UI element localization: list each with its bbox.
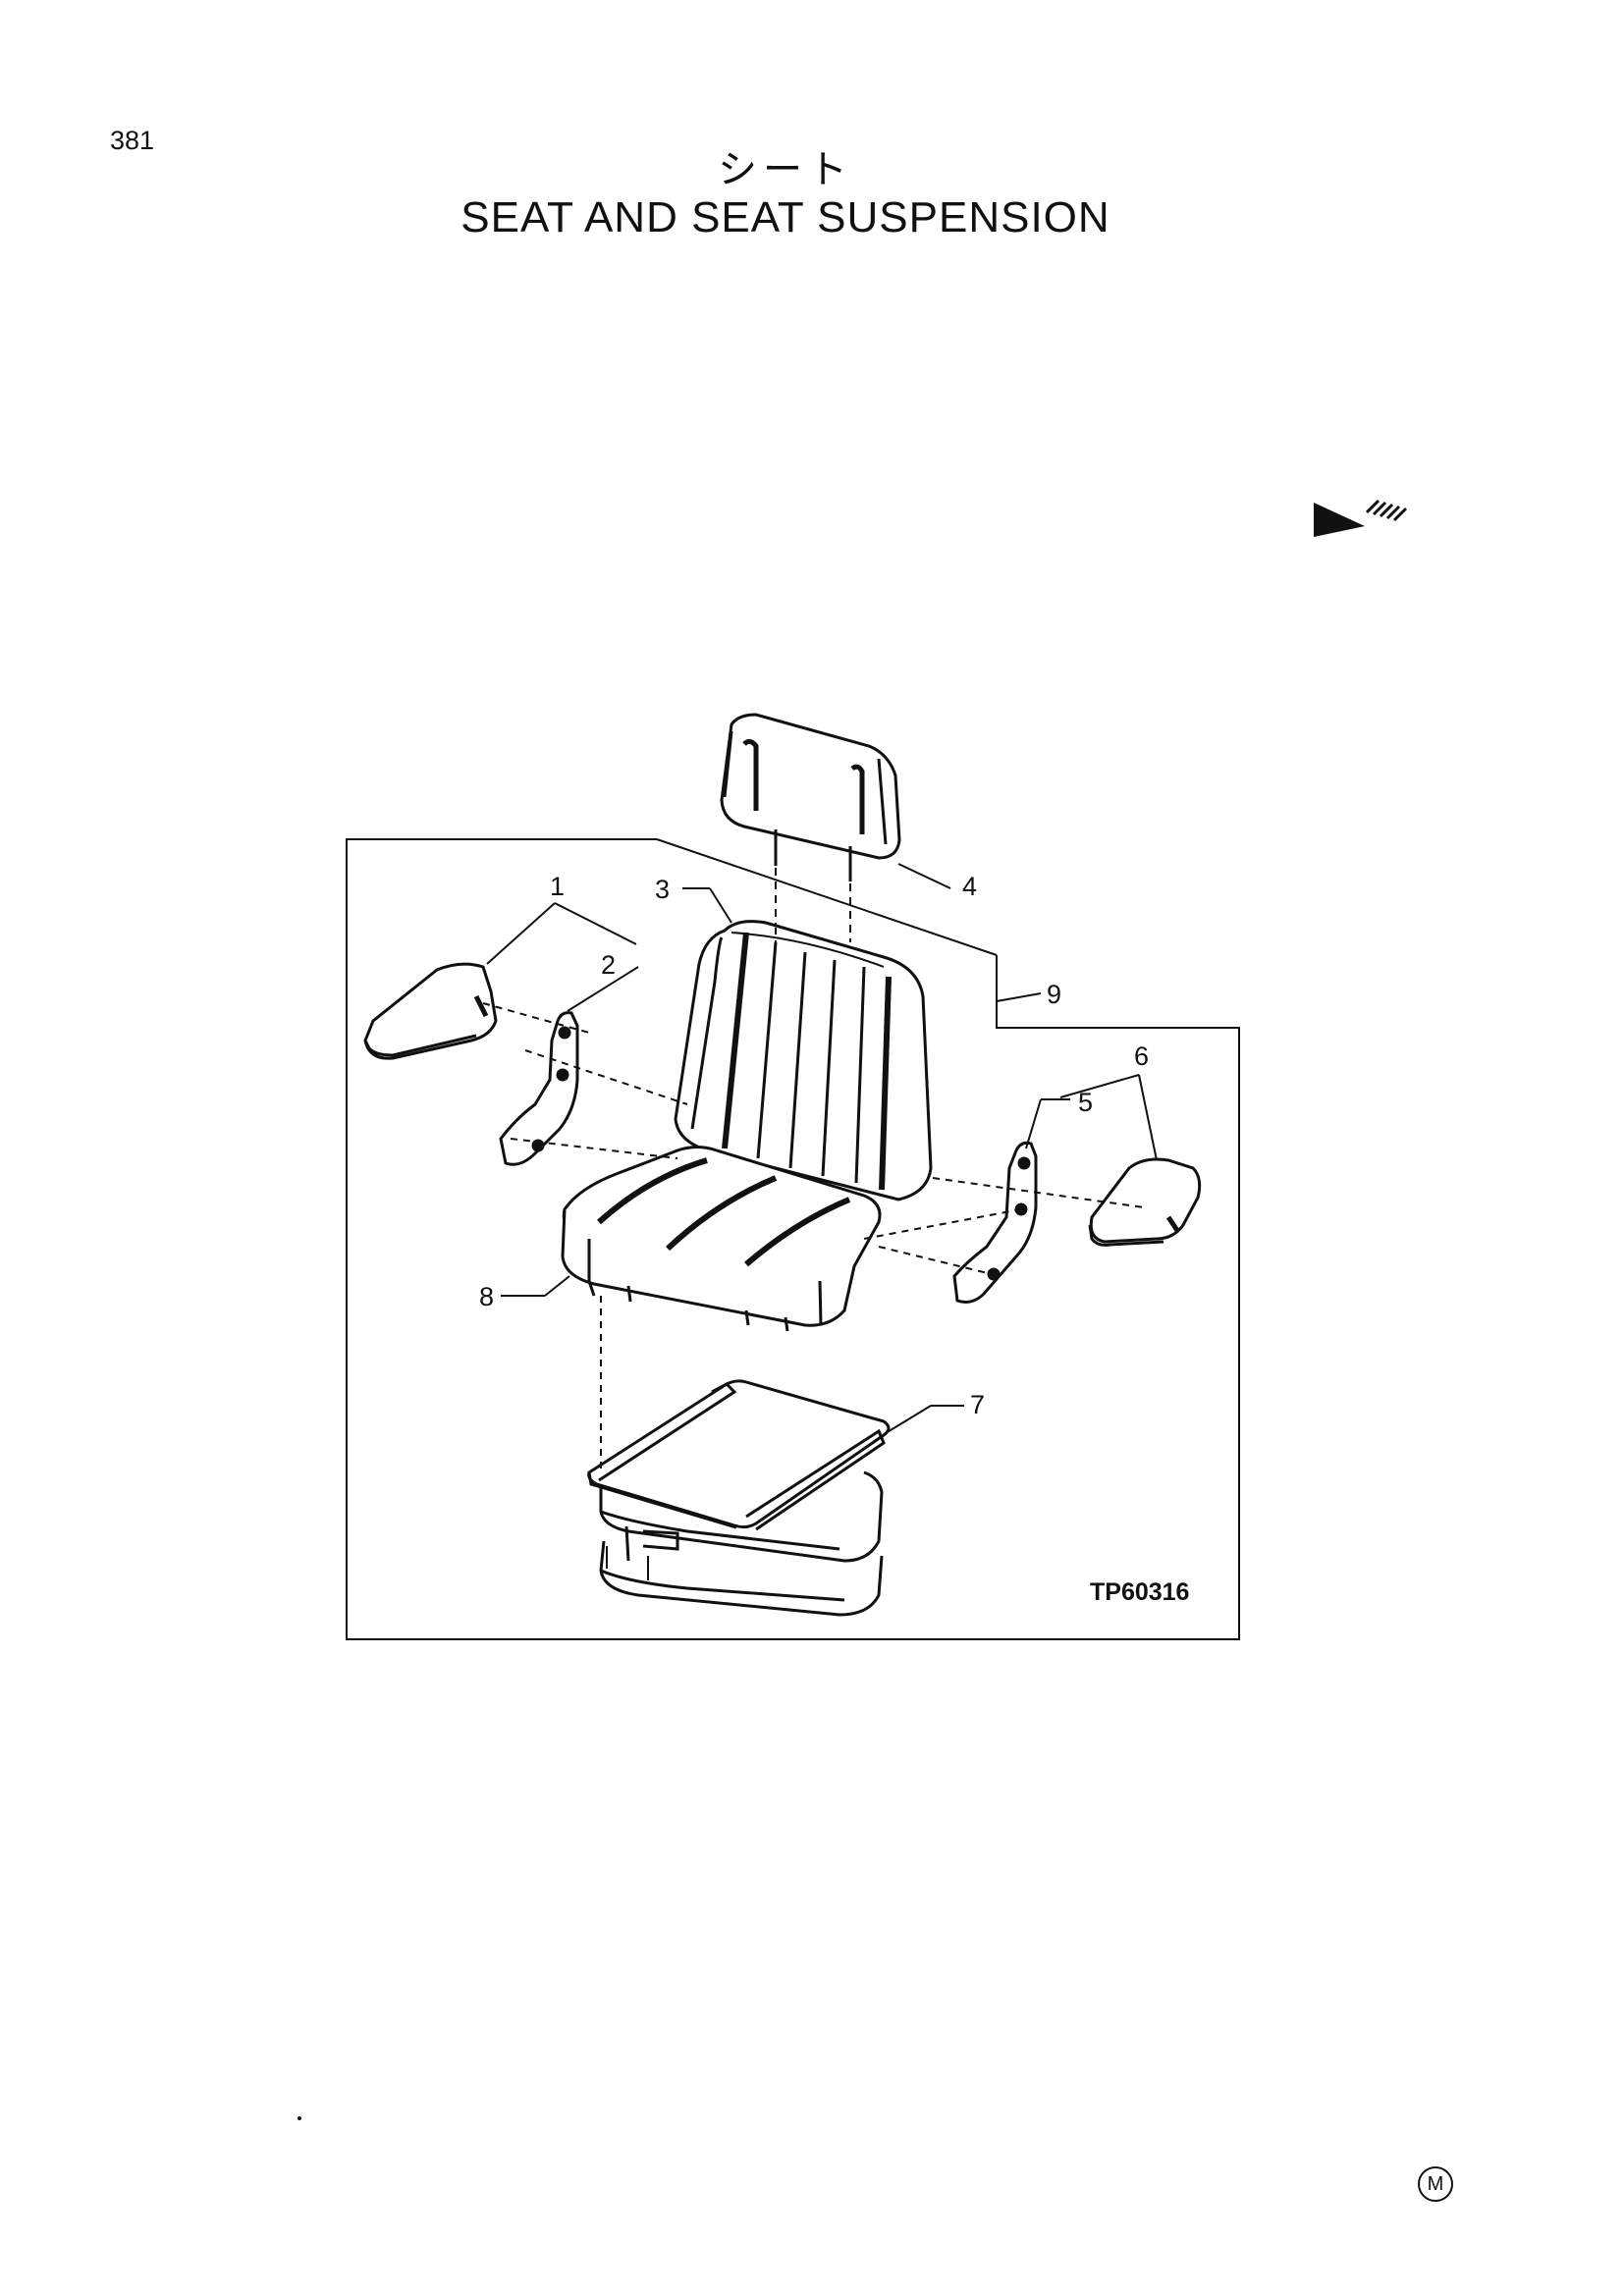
diagram-frame (346, 838, 1240, 1640)
left-bracket (499, 1011, 579, 1166)
page-number: 381 (110, 126, 155, 155)
callout-9: 9 (1047, 980, 1061, 1009)
right-bracket (952, 1141, 1038, 1304)
right-armrest (1088, 1157, 1202, 1247)
seat-back (674, 920, 933, 1201)
callout-7: 7 (970, 1390, 985, 1419)
page-title: SEAT AND SEAT SUSPENSION (460, 193, 1110, 241)
callout-6: 6 (1134, 1041, 1149, 1071)
leader-lines (486, 863, 1158, 1434)
figure-code: TP60316 (1090, 1578, 1189, 1606)
left-armrest (363, 962, 498, 1060)
page-title-japanese: シート (718, 147, 853, 192)
seat-suspension (587, 1379, 891, 1617)
seat-cushion (561, 1146, 882, 1332)
callout-5: 5 (1078, 1088, 1093, 1117)
assembly-lines (482, 928, 1145, 1472)
callout-4: 4 (962, 872, 977, 901)
direction-arrow-icon (1314, 499, 1408, 537)
callout-2: 2 (601, 950, 616, 980)
corner-mark-icon: M (1418, 2166, 1453, 2202)
headrest (720, 713, 901, 942)
callout-1: 1 (550, 872, 565, 901)
callout-8: 8 (479, 1282, 494, 1311)
callout-3: 3 (655, 875, 670, 904)
